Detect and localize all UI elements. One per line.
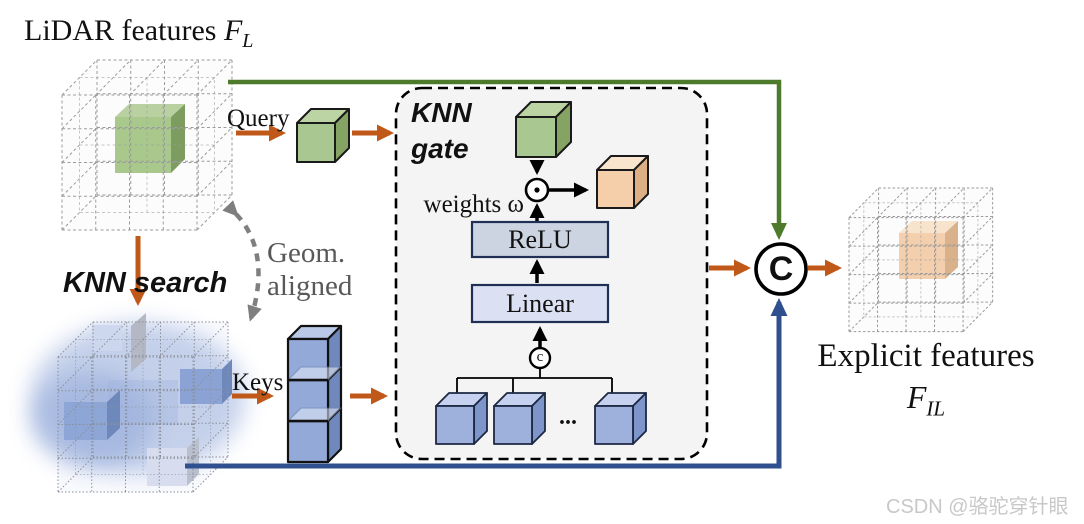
gate-query-cube	[515, 101, 572, 158]
dot-product-icon	[524, 177, 550, 203]
output-var-line: FIL	[793, 379, 1059, 421]
concat-icon	[754, 242, 808, 296]
knn-search-label: KNN search	[63, 267, 228, 299]
lidar-grid	[61, 59, 233, 231]
page-title: LiDAR features FL	[24, 14, 253, 53]
output-title-text: Explicit features	[817, 338, 1035, 374]
neighbor-connector-lines	[456, 368, 613, 394]
gated-output-cube	[596, 155, 649, 209]
geom-label-line1: Geom.	[267, 237, 346, 269]
lidar-title-text: LiDAR features	[24, 14, 217, 47]
linear-box	[470, 283, 610, 324]
knn-gate-label-line2: gate	[411, 133, 469, 164]
weights-label: weights ω	[423, 191, 524, 218]
output-grid	[848, 187, 994, 333]
query-cube	[296, 108, 350, 163]
concat-symbol: C	[768, 249, 794, 288]
geom-label-line2: aligned	[267, 270, 353, 302]
relu-box	[470, 220, 610, 259]
geom-aligned-arrow	[222, 200, 262, 322]
concat-small-icon	[528, 346, 552, 370]
knn-gate-label: KNN gate	[411, 95, 472, 167]
output-var: F	[906, 379, 927, 415]
green-skip-line	[228, 79, 787, 240]
linear-label: Linear	[506, 288, 574, 318]
blue-skip-line	[185, 298, 788, 469]
query-label: Query	[227, 105, 290, 132]
lidar-var: F	[223, 14, 243, 47]
concat-small-symbol: c	[536, 349, 544, 365]
output-label: Explicit features FIL	[793, 338, 1059, 421]
gate-arrows	[529, 160, 589, 347]
output-var-sub: IL	[926, 396, 946, 421]
relu-label: ReLU	[508, 224, 572, 254]
knn-gate-label-line1: KNN	[411, 97, 472, 128]
ellipsis-label: ...	[559, 404, 577, 430]
knn-result-grid	[30, 313, 246, 493]
output-voxel	[899, 221, 958, 279]
watermark: CSDN @骆驼穿针眼	[886, 496, 1069, 518]
neighbor-cubes	[435, 392, 647, 445]
keys-stack	[286, 324, 343, 464]
lidar-var-sub: L	[242, 30, 254, 52]
geom-aligned-label: Geom. aligned	[267, 237, 352, 303]
keys-label: Keys	[232, 369, 284, 396]
